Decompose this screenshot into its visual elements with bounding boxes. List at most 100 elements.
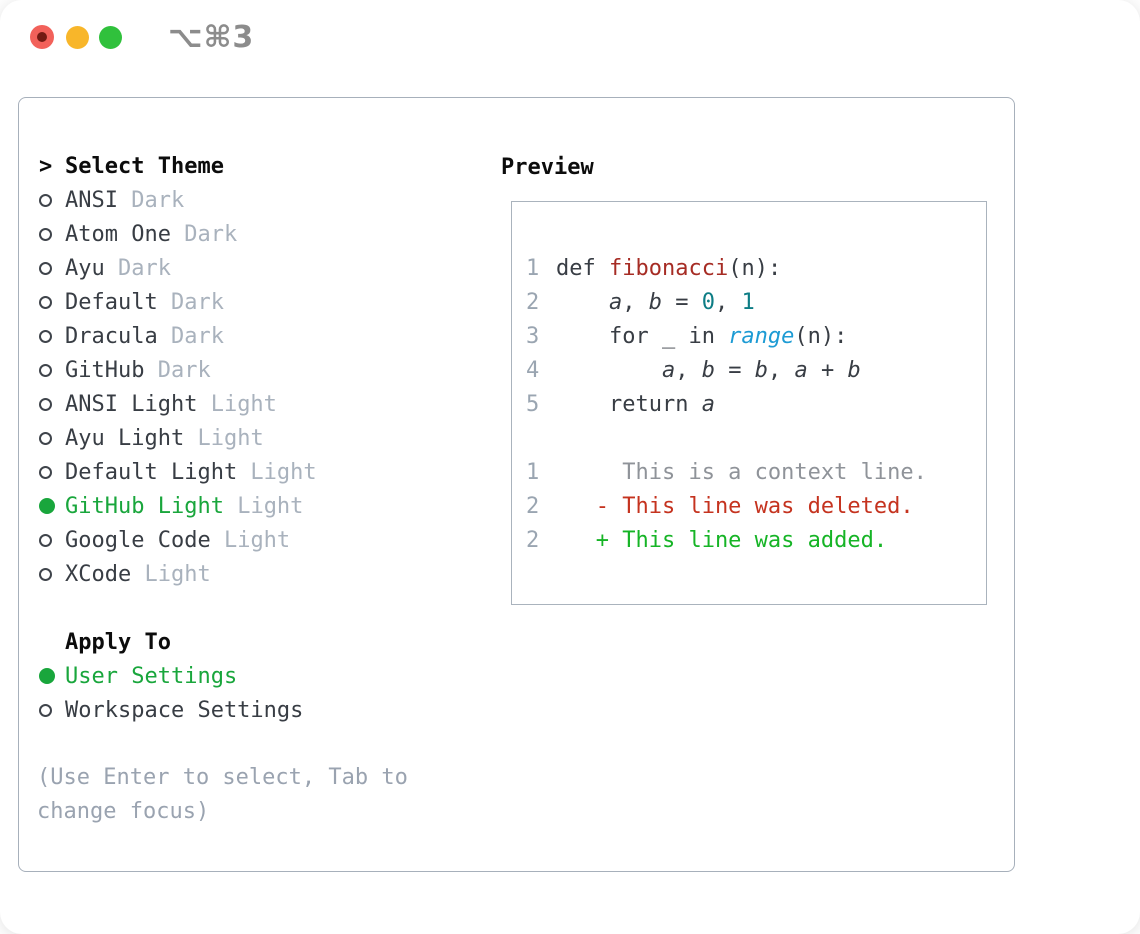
- theme-option[interactable]: ANSI Dark: [39, 183, 317, 217]
- theme-option[interactable]: Ayu Dark: [39, 251, 317, 285]
- radio-icon: [39, 465, 52, 479]
- code-token-code: ,: [767, 357, 795, 383]
- code-content: a, b = b, a + b: [556, 358, 861, 383]
- theme-option[interactable]: ANSI Light Light: [39, 387, 317, 421]
- theme-option-label: GitHub Light: [65, 493, 224, 519]
- theme-option-variant: Light: [210, 527, 291, 553]
- line-number: 2: [526, 527, 540, 553]
- theme-option-variant: Dark: [157, 289, 224, 315]
- theme-option-variant: Dark: [157, 323, 224, 349]
- radio-icon: [39, 567, 52, 581]
- code-line: 5 return a: [526, 387, 986, 421]
- code-content: for _ in range(n):: [556, 324, 847, 349]
- code-token-code: return: [556, 391, 702, 417]
- code-content: This is a context line.: [556, 460, 927, 485]
- apply-option-label: Workspace Settings: [65, 697, 304, 723]
- theme-option[interactable]: XCode Light: [39, 557, 317, 591]
- theme-option-variant: Dark: [170, 221, 238, 247]
- theme-option-label: Dracula: [65, 323, 158, 349]
- preview-title: Preview: [501, 154, 594, 180]
- theme-option[interactable]: Ayu Light Light: [39, 421, 317, 455]
- line-number: 2: [526, 289, 540, 315]
- code-token-num: 1: [741, 289, 755, 315]
- radio-cell: [39, 567, 65, 581]
- theme-option-label: GitHub: [65, 357, 145, 383]
- apply-option[interactable]: Workspace Settings: [39, 693, 303, 727]
- radio-cell: [39, 668, 65, 684]
- theme-option-variant: Light: [184, 425, 264, 451]
- theme-option-label: Ayu Light: [65, 425, 185, 451]
- theme-option[interactable]: GitHub Dark: [39, 353, 317, 387]
- code-token-var: a: [794, 357, 808, 383]
- theme-option[interactable]: Google Code Light: [39, 523, 317, 557]
- code-token-code: =: [661, 289, 702, 315]
- theme-option[interactable]: GitHub Light Light: [39, 489, 317, 523]
- code-line: 2 + This line was added.: [526, 523, 986, 557]
- code-token-code: +: [807, 357, 848, 383]
- apply-option[interactable]: User Settings: [39, 659, 303, 693]
- radio-icon: [39, 533, 52, 547]
- apply-to-header: Apply To: [39, 625, 303, 659]
- close-button[interactable]: [30, 25, 54, 49]
- radio-icon: [39, 193, 52, 207]
- theme-option[interactable]: Atom One Dark: [39, 217, 317, 251]
- code-token-func: fibonacci: [608, 255, 729, 281]
- theme-option-label: ANSI: [65, 187, 118, 213]
- code-line: 2 a, b = 0, 1: [526, 285, 986, 319]
- radio-selected-icon: [39, 498, 55, 514]
- help-line-1: (Use Enter to select, Tab to: [37, 765, 408, 790]
- help-line-2: change focus): [37, 799, 210, 824]
- theme-option-label: Atom One: [65, 221, 171, 247]
- theme-list-title: Select Theme: [65, 153, 224, 179]
- theme-list-header: > Select Theme: [39, 149, 317, 183]
- radio-icon: [39, 227, 52, 241]
- theme-option-label: Google Code: [65, 527, 211, 553]
- radio-cell: [39, 397, 65, 411]
- code-content: def fibonacci(n):: [556, 256, 781, 281]
- radio-icon: [39, 295, 52, 309]
- code-line: 3 for _ in range(n):: [526, 319, 986, 353]
- code-token-added: + This line was added.: [556, 527, 888, 553]
- theme-option[interactable]: Default Light Light: [39, 455, 317, 489]
- code-token-code: [556, 290, 609, 315]
- radio-cell: [39, 533, 65, 547]
- radio-cell: [39, 193, 65, 207]
- minimize-button[interactable]: [66, 26, 89, 49]
- theme-option-variant: Light: [237, 459, 317, 485]
- code-line: 1 This is a context line.: [526, 455, 986, 489]
- line-number: 1: [526, 255, 540, 281]
- code-token-builtin: range: [728, 323, 795, 349]
- code-token-code: def: [556, 255, 609, 281]
- radio-icon: [39, 703, 52, 717]
- radio-cell: [39, 431, 65, 445]
- code-token-code: =: [714, 357, 755, 383]
- theme-option-label: ANSI Light: [65, 391, 198, 417]
- theme-option-label: Ayu: [65, 255, 105, 281]
- line-number: 1: [526, 459, 540, 485]
- line-number: 2: [526, 493, 540, 519]
- radio-icon: [39, 329, 52, 343]
- code-token-code: for _ in: [556, 323, 729, 349]
- radio-cell: [39, 703, 65, 717]
- code-token-code: (n):: [728, 255, 782, 281]
- theme-option-variant: Light: [197, 391, 277, 417]
- theme-option-label: Default Light: [65, 459, 238, 485]
- code-content: - This line was deleted.: [556, 494, 914, 519]
- line-number: 4: [526, 357, 540, 383]
- radio-icon: [39, 431, 52, 445]
- theme-option-label: XCode: [65, 561, 132, 587]
- code-content: + This line was added.: [556, 528, 887, 553]
- code-token-num: 0: [701, 289, 715, 315]
- radio-cell: [39, 295, 65, 309]
- zoom-button[interactable]: [99, 26, 122, 49]
- radio-cell: [39, 227, 65, 241]
- theme-option[interactable]: Default Dark: [39, 285, 317, 319]
- theme-option[interactable]: Dracula Dark: [39, 319, 317, 353]
- radio-cell: [39, 261, 65, 275]
- code-token-var: b: [847, 357, 861, 383]
